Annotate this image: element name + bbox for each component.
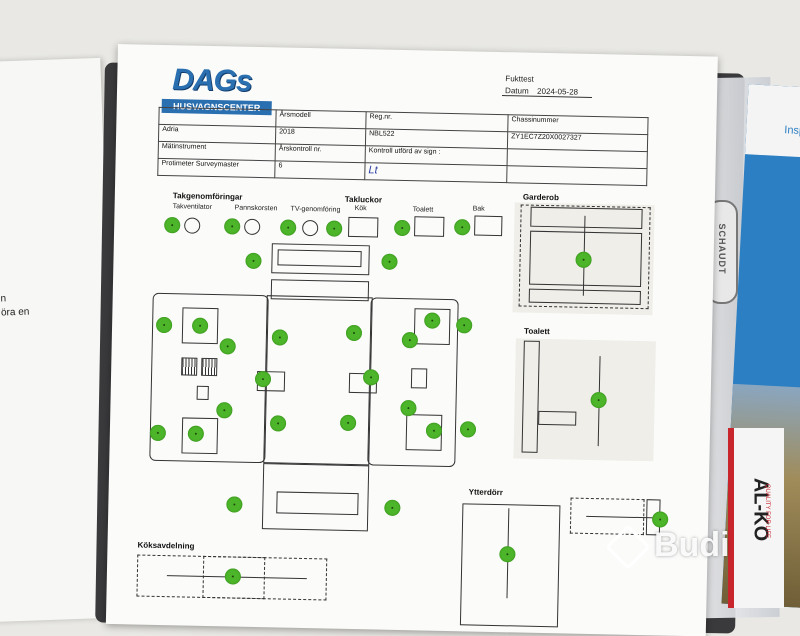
budi-watermark: Budi	[605, 524, 730, 570]
measure-point	[164, 217, 181, 234]
fixture-symbol	[302, 219, 319, 237]
hatch-symbol	[348, 216, 379, 238]
section-kitchen: Köksavdelning	[137, 540, 195, 551]
section-roof-penetrations: Takgenomföringar	[172, 191, 243, 202]
date-label: Datum	[505, 86, 529, 96]
section-exterior-door: Ytterdörr	[468, 487, 504, 498]
hatch-symbol	[474, 215, 503, 237]
section-roof-hatches: Takluckor	[344, 194, 383, 205]
year-label: Årsmodell	[275, 109, 367, 129]
label-roof-vent: Takventilator	[172, 203, 212, 212]
measure-point	[280, 219, 297, 236]
signature: Lt	[364, 162, 508, 183]
section-wardrobe: Garderob	[522, 192, 559, 203]
fixture-symbol	[244, 218, 261, 236]
measure-point	[381, 253, 398, 270]
measure-point	[326, 220, 343, 237]
hatch-symbol	[414, 216, 445, 237]
label-hatch-kitchen: Kök	[354, 204, 367, 213]
vehicle-info-table: Årsmodell Reg.nr. Chassinummer Adria 201…	[157, 107, 649, 186]
partial-text-line: n	[0, 293, 7, 305]
instrument-value: Protimeter Surveymaster	[157, 158, 276, 178]
partial-text-line: öra en	[0, 306, 30, 319]
annual-label: Årskontroll nr.	[275, 143, 366, 163]
label-hatch-rear: Bak	[472, 205, 485, 213]
year-value: 2018	[275, 126, 366, 146]
measure-point	[394, 219, 411, 237]
measure-point	[245, 252, 262, 270]
annual-value: 6	[274, 160, 366, 180]
door-outline	[459, 503, 561, 628]
brochure-title: Inspir	[783, 124, 800, 138]
measure-point	[456, 317, 473, 334]
document-title: Fukttest	[505, 74, 534, 84]
alko-manual: AL-KO QUALITY FOR LIFE	[728, 428, 784, 608]
label-tv-feedthrough: TV-genomföring	[290, 205, 341, 214]
label-hatch-toilet: Toalett	[412, 206, 434, 214]
fixture-symbol	[184, 217, 201, 234]
alko-tagline: QUALITY FOR LIFE	[764, 483, 770, 539]
measure-point	[226, 496, 243, 513]
section-toilet: Toalett	[523, 326, 550, 337]
measure-point	[224, 218, 241, 235]
label-chimney: Pannskorsten	[234, 204, 278, 213]
measure-point	[459, 421, 477, 438]
budi-logo-icon	[605, 524, 651, 570]
measure-point	[454, 219, 471, 236]
measure-point	[384, 499, 401, 517]
